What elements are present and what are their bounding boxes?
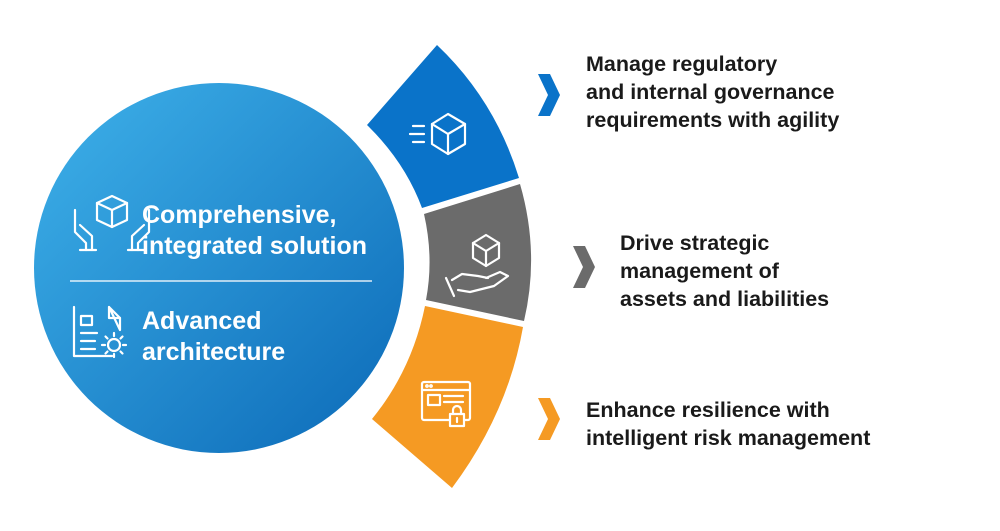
central-circle — [34, 83, 404, 453]
chevron-right-icon-blue — [538, 74, 560, 116]
circle-item-2-line-2: architecture — [142, 338, 285, 366]
segment-blue — [367, 45, 519, 208]
benefit-2-line-2: management of — [620, 259, 780, 283]
benefit-2-line-3: assets and liabilities — [620, 287, 829, 311]
document-gear-icon — [72, 305, 128, 359]
benefit-1-line-1: Manage regulatory — [586, 52, 777, 76]
benefit-3-line-2: intelligent risk management — [586, 426, 870, 450]
circle-item-1-line-1: Comprehensive, — [142, 201, 337, 229]
chevron-right-icon-orange — [538, 398, 560, 440]
benefit-1-line-3: requirements with agility — [586, 108, 839, 132]
moving-cube-icon — [408, 112, 467, 156]
hand-holding-cube-icon — [444, 233, 510, 298]
browser-lock-icon — [420, 380, 472, 428]
benefit-1-line-2: and internal governance — [586, 80, 835, 104]
benefit-2-line-1: Drive strategic — [620, 231, 769, 255]
hands-holding-box-icon — [73, 194, 151, 252]
chevron-right-icon-gray — [573, 246, 595, 288]
benefit-3-line-1: Enhance resilience with — [586, 398, 830, 422]
segment-gray — [424, 184, 532, 321]
circle-item-1-line-2: integrated solution — [142, 232, 367, 260]
circle-item-2-line-1: Advanced — [142, 307, 261, 335]
